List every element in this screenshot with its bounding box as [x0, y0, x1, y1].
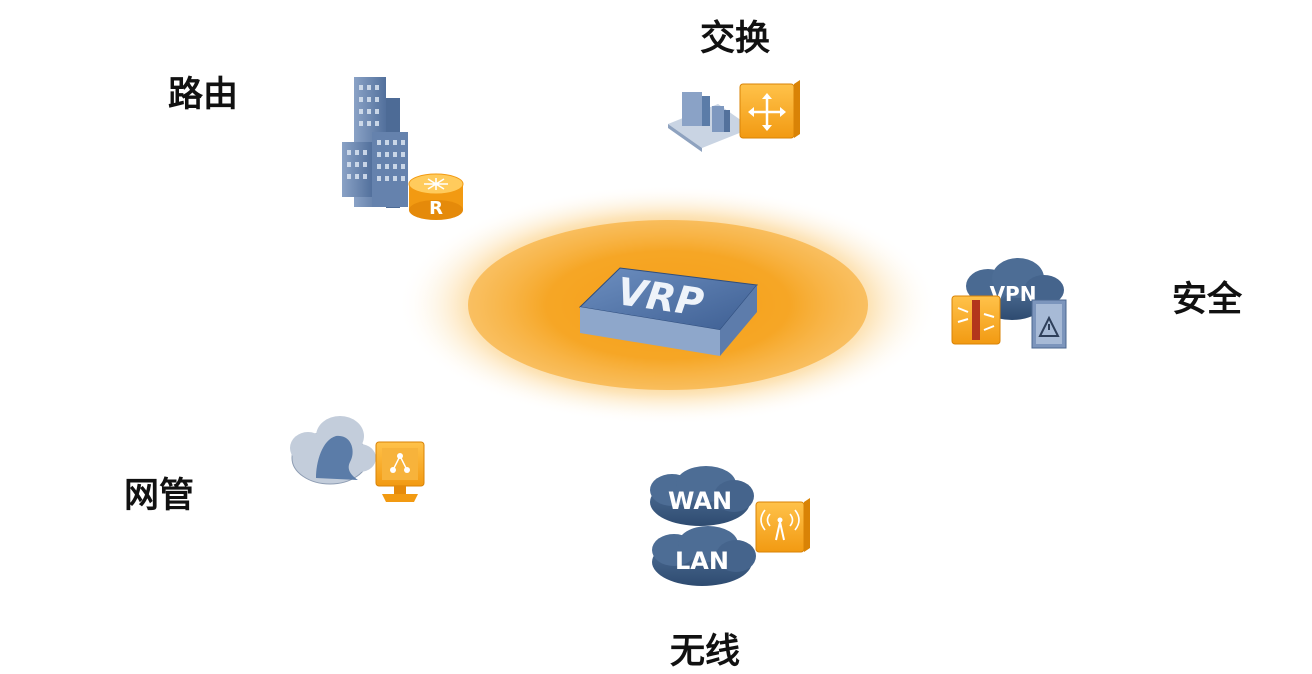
netmgmt-label: 网管	[124, 476, 195, 516]
user-cloud-icon	[290, 416, 376, 485]
router-letter: R	[429, 198, 443, 219]
router-icon: R	[408, 173, 464, 220]
wan-cloud-icon: WAN	[650, 466, 754, 526]
security-icon: VPN	[951, 258, 1067, 349]
alert-device-icon	[1031, 299, 1067, 349]
wireless-icon: WAN LAN	[650, 466, 810, 586]
netmgmt-icon	[290, 416, 425, 502]
firewall-icon	[951, 295, 1001, 345]
vrp-device: VRP	[578, 267, 758, 356]
wireless-label: 无线	[670, 632, 741, 672]
lan-text: LAN	[675, 547, 729, 575]
monitor-icon	[375, 441, 425, 502]
routing-icon: R	[342, 77, 464, 220]
exchange-label: 交换	[700, 19, 771, 59]
lan-cloud-icon: LAN	[652, 526, 756, 586]
security-label: 安全	[1172, 280, 1243, 320]
access-point-icon	[755, 498, 810, 553]
switch-icon	[739, 80, 800, 139]
exchange-icon	[668, 80, 800, 152]
wan-text: WAN	[668, 487, 732, 515]
routing-label: 路由	[168, 75, 239, 115]
